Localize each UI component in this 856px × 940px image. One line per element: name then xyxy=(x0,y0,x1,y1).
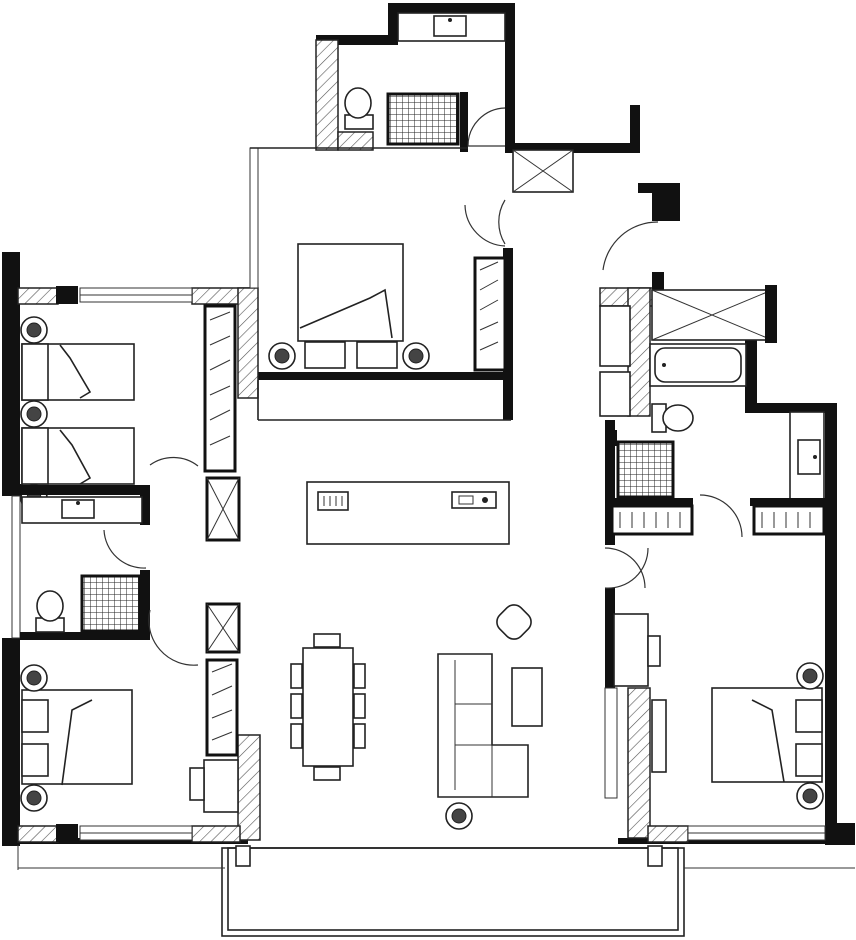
shower xyxy=(616,440,675,499)
master-bedroom xyxy=(268,243,507,372)
toilet xyxy=(344,87,374,130)
left-upper-bedroom xyxy=(20,286,241,542)
balcony xyxy=(17,845,855,937)
service-shaft xyxy=(464,149,574,247)
left-bathroom xyxy=(20,456,199,666)
toilet xyxy=(651,403,694,433)
exterior-walls xyxy=(2,3,855,846)
windows xyxy=(11,147,826,841)
toilet xyxy=(35,590,65,633)
hatched-walls xyxy=(17,39,689,843)
master-bedroom-walls xyxy=(250,147,511,421)
shower xyxy=(80,574,142,633)
right-bathroom xyxy=(599,221,828,538)
right-bedroom xyxy=(613,613,824,810)
shower xyxy=(386,92,460,146)
left-lower-bedroom xyxy=(20,602,241,842)
top-bathroom xyxy=(344,12,506,147)
living-dining xyxy=(290,481,649,830)
